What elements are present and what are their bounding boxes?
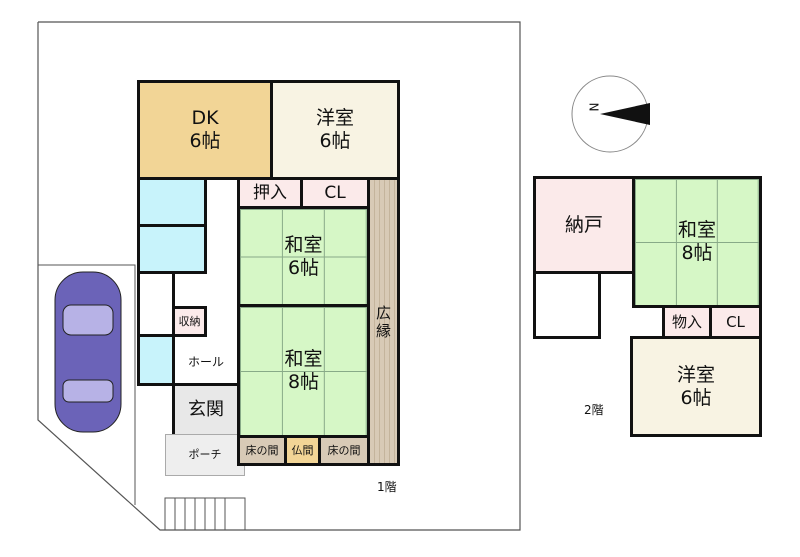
room-washroom — [137, 224, 207, 274]
floor2-label: 2階 — [584, 403, 604, 417]
room-western-1f: 洋室 6帖 — [270, 80, 400, 180]
room-hiroen: 広 縁 — [367, 177, 400, 466]
room-tokonoma-1: 床の間 — [237, 435, 287, 466]
room-porch: ポーチ — [165, 434, 245, 476]
room-tokonoma-2: 床の間 — [318, 435, 370, 466]
stairs-2f-box — [533, 271, 601, 339]
compass-icon — [571, 75, 650, 153]
room-oshiire: 押入 — [237, 177, 303, 209]
room-bath — [137, 177, 207, 227]
floor1-label: 1階 — [377, 480, 397, 494]
room-hall: ホール — [188, 355, 225, 369]
room-washitsu-6: 和室 6帖 — [237, 206, 370, 307]
entry-steps — [164, 497, 246, 531]
room-nando: 納戸 — [533, 176, 635, 274]
room-cl-2f: CL — [709, 305, 762, 339]
room-storage: 収納 — [172, 306, 207, 337]
room-western-2f: 洋室 6帖 — [630, 336, 762, 437]
room-washitsu-8-2f: 和室 8帖 — [632, 176, 762, 308]
stairs-1f-box — [137, 271, 175, 337]
room-cl-1f: CL — [300, 177, 370, 209]
lot-boundary — [37, 21, 521, 531]
room-monoire: 物入 — [662, 305, 712, 339]
room-dk: DK 6帖 — [137, 80, 273, 180]
compass-north-label: N — [587, 102, 602, 112]
room-toilet — [137, 334, 175, 386]
parking-line — [38, 264, 136, 505]
car-icon — [54, 271, 122, 433]
room-butsuma: 仏間 — [284, 435, 321, 466]
room-washitsu-8-1f: 和室 8帖 — [237, 304, 370, 438]
room-genkan: 玄関 — [172, 383, 240, 437]
